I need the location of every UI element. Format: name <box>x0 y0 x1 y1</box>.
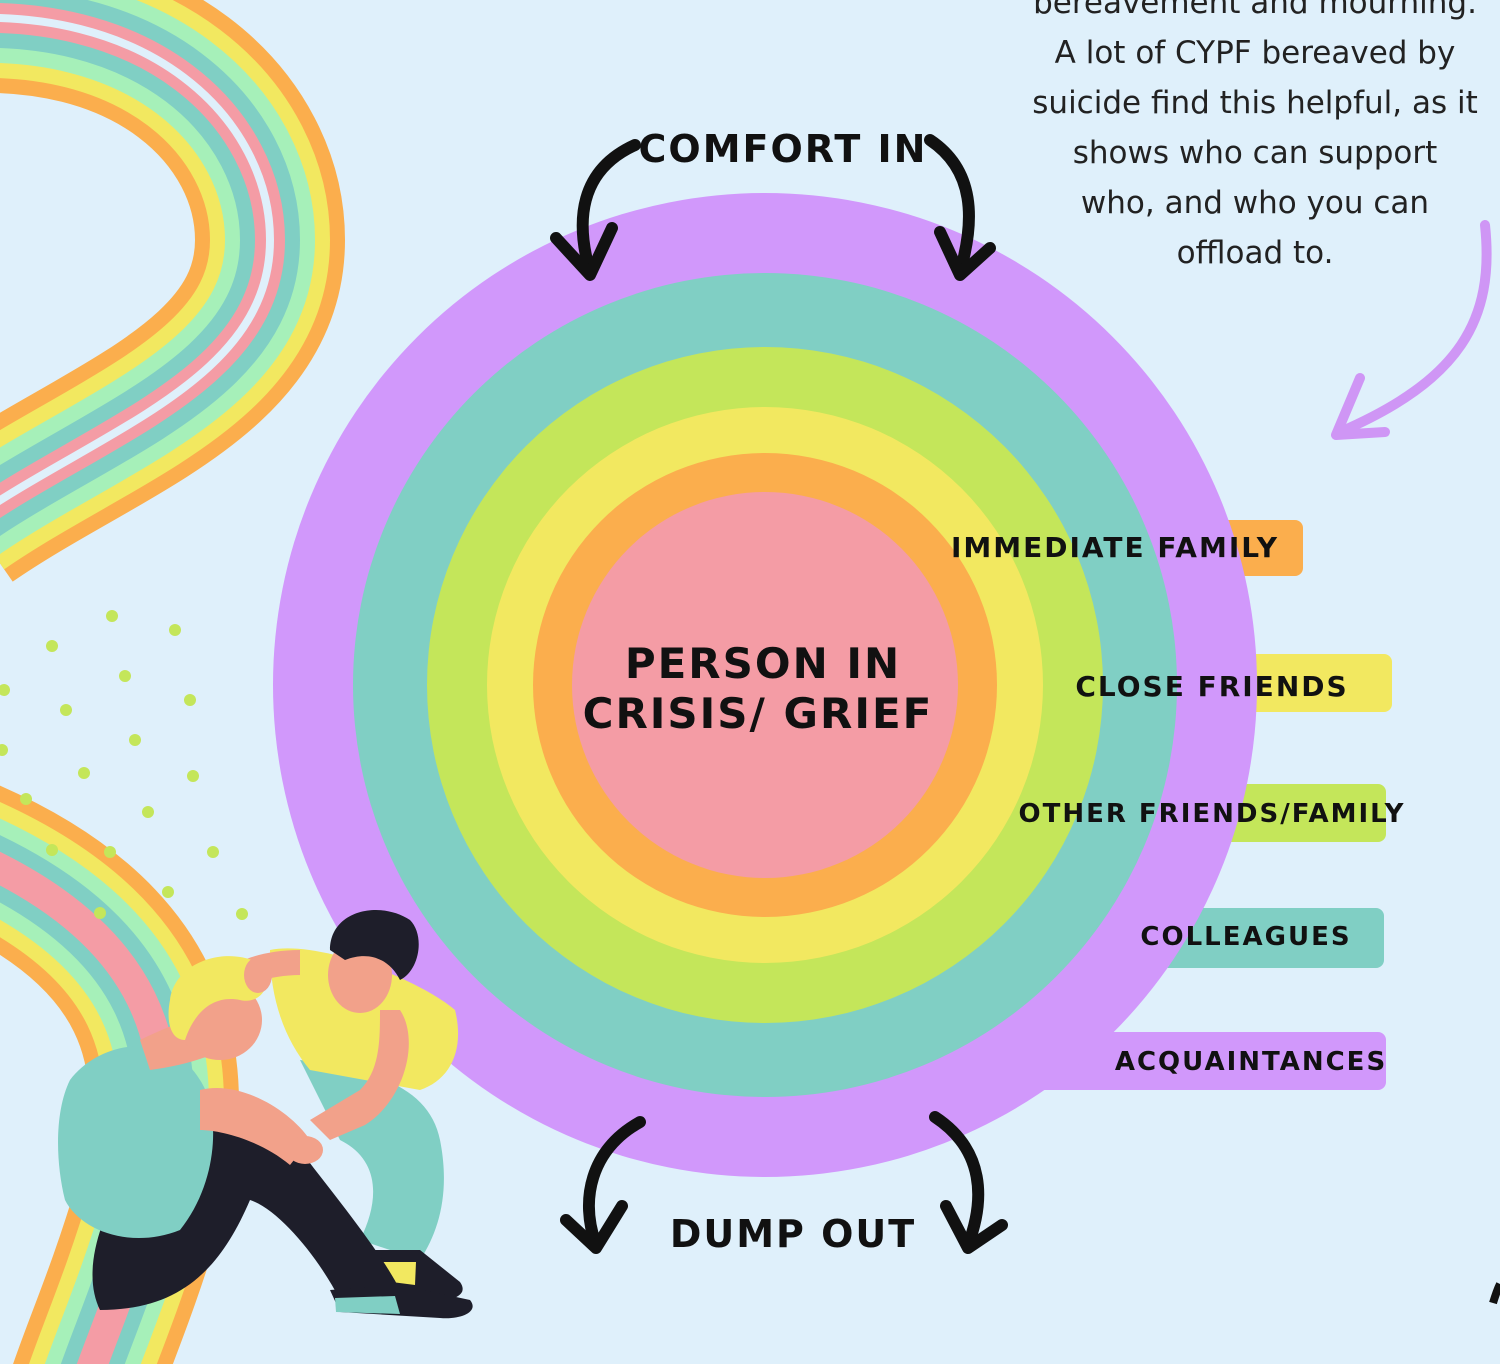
dump-arrow-right-head <box>940 1200 1008 1254</box>
corner-mark <box>1489 1282 1500 1305</box>
ring-person-in-crisis <box>572 492 958 878</box>
intro-line: who, and who you can <box>1080 185 1430 221</box>
center-label-line-1: PERSON IN <box>625 639 901 688</box>
pointer-arrow <box>1331 220 1492 440</box>
comfort-arrow-left-head <box>550 222 618 281</box>
label-acquaintances: ACQUAINTANCES <box>1115 1047 1387 1077</box>
comfort-arrow-right <box>924 134 975 278</box>
dump-arrow-left-head <box>560 1200 628 1254</box>
label-close-friends: CLOSE FRIENDS <box>1075 670 1348 703</box>
griever-hair <box>168 956 267 1040</box>
intro-text-block: bereavement and mourning. A lot of CYPF … <box>990 0 1500 278</box>
comfort-in-label: COMFORT IN <box>639 127 928 171</box>
intro-line: bereavement and mourning. <box>1033 0 1477 21</box>
griever-torso <box>58 1046 214 1239</box>
intro-line: offload to. <box>1176 235 1334 271</box>
intro-line: suicide find this helpful, as it <box>1032 85 1478 121</box>
comfort-in-arrows <box>550 134 996 281</box>
rainbow-top-left <box>0 0 346 583</box>
dump-out-arrows <box>560 1111 1008 1254</box>
concentric-rings <box>273 193 1257 1177</box>
intro-line: shows who can support <box>1072 135 1438 171</box>
illustration-comforting-people <box>58 910 473 1319</box>
helper-hair <box>330 910 419 980</box>
helper-torso <box>270 948 459 1090</box>
label-colleagues: COLLEAGUES <box>1140 922 1351 952</box>
dump-arrow-right <box>929 1111 985 1251</box>
label-immediate-family: IMMEDIATE FAMILY <box>951 531 1279 564</box>
label-other-friends-family: OTHER FRIENDS/FAMILY <box>1018 799 1405 829</box>
dot-pattern <box>0 610 248 920</box>
intro-line: A lot of CYPF bereaved by <box>1054 35 1456 71</box>
comfort-arrow-left <box>576 139 641 278</box>
comfort-arrow-right-head <box>934 226 996 281</box>
dump-arrow-left <box>583 1116 646 1251</box>
center-label-line-2: CRISIS/ GRIEF <box>583 689 934 738</box>
dump-out-label: DUMP OUT <box>670 1212 916 1256</box>
